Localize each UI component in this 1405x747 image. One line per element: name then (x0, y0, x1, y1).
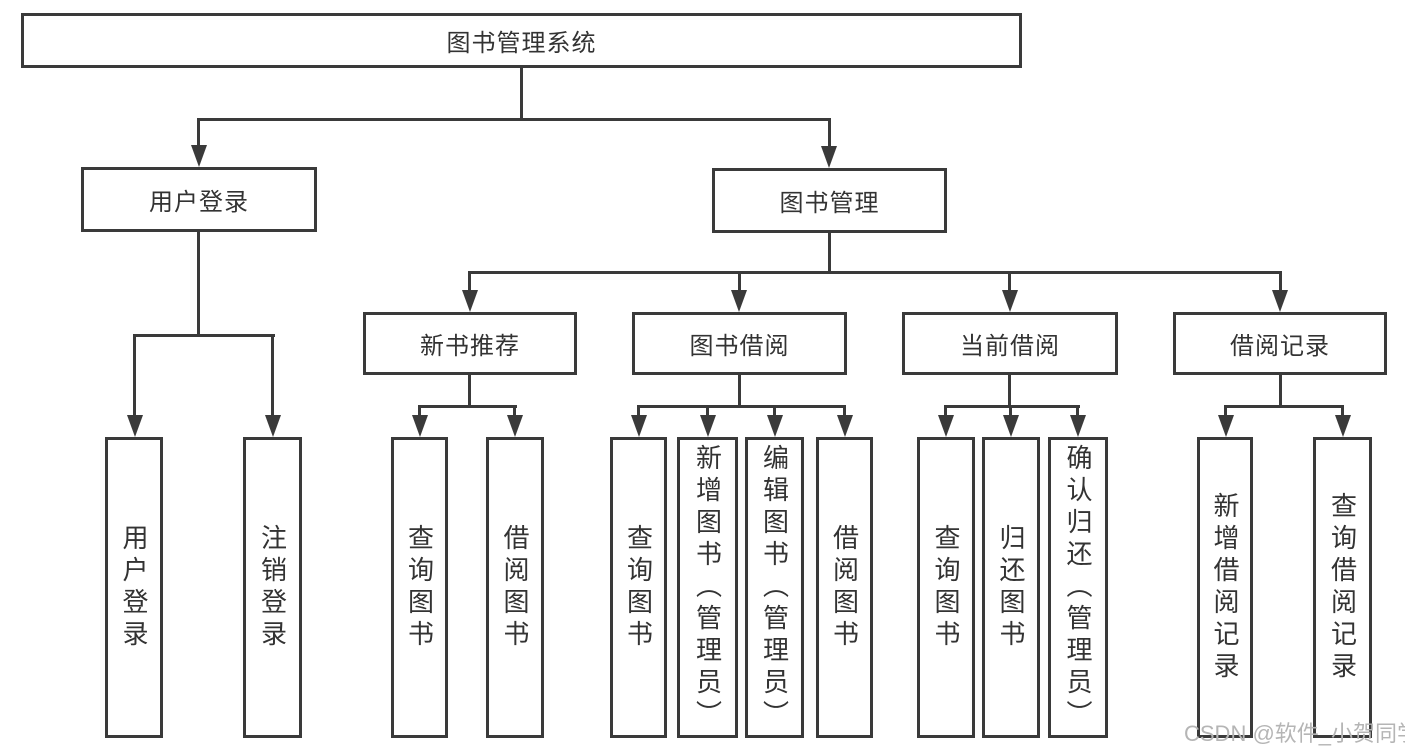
arrowhead-down-icon (1218, 415, 1234, 437)
arrowhead-down-icon (127, 415, 143, 437)
leaf-return-book: 归还图书 (982, 437, 1040, 738)
connector-line (513, 405, 516, 417)
connector-line (1008, 375, 1011, 408)
arrowhead-down-icon (837, 415, 853, 437)
node-user-login-label: 用户登录 (149, 189, 249, 216)
connector-line (944, 405, 1080, 408)
node-user-login: 用户登录 (81, 167, 317, 232)
leaf-logout-label: 注销登录 (257, 523, 288, 652)
csdn-watermark: CSDN @软件_小贺同学 (1184, 721, 1405, 746)
leaf-add-book-admin: 新增图书（管理员） (677, 437, 738, 738)
connector-line (706, 405, 709, 417)
connector-line (1341, 405, 1344, 417)
connector-line (133, 334, 275, 337)
node-book-management-label: 图书管理 (779, 190, 880, 217)
connector-line (1009, 405, 1012, 417)
leaf-query-books-current-label: 查询图书 (931, 523, 961, 652)
connector-line (738, 271, 741, 292)
node-new-book-recommendation-label: 新书推荐 (420, 333, 520, 360)
connector-line (738, 375, 741, 408)
leaf-borrow-books-recommend: 借阅图书 (486, 437, 544, 738)
node-current-borrowing: 当前借阅 (902, 312, 1118, 375)
arrowhead-down-icon (265, 415, 281, 437)
connector-line (468, 375, 471, 408)
arrowhead-down-icon (1272, 290, 1288, 312)
connector-line (1279, 375, 1282, 408)
arrowhead-down-icon (507, 415, 523, 437)
leaf-query-borrow-record: 查询借阅记录 (1313, 437, 1372, 738)
connector-line (418, 405, 517, 408)
leaf-query-borrow-record-label: 查询借阅记录 (1327, 491, 1358, 684)
connector-line (520, 68, 523, 121)
leaf-return-book-label: 归还图书 (996, 523, 1026, 652)
leaf-borrow-books-recommend-label: 借阅图书 (500, 523, 530, 652)
leaf-confirm-return-admin: 确认归还（管理员） (1048, 437, 1108, 738)
leaf-edit-book-admin: 编辑图书（管理员） (745, 437, 804, 738)
connector-line (1076, 405, 1079, 417)
leaf-query-books-borrowing-label: 查询图书 (623, 523, 654, 652)
arrowhead-down-icon (731, 290, 747, 312)
node-borrowing-records-label: 借阅记录 (1230, 333, 1330, 360)
connector-line (197, 118, 831, 121)
node-new-book-recommendation: 新书推荐 (363, 312, 577, 375)
connector-line (637, 405, 640, 417)
arrowhead-down-icon (191, 145, 207, 167)
connector-line (468, 271, 1282, 274)
leaf-user-login-label: 用户登录 (119, 523, 149, 652)
leaf-query-books-recommend: 查询图书 (391, 437, 448, 738)
leaf-confirm-return-admin-label: 确认归还（管理员） (1063, 443, 1093, 732)
connector-line (637, 405, 846, 408)
arrowhead-down-icon (938, 415, 954, 437)
connector-line (944, 405, 947, 417)
connector-line (828, 233, 831, 274)
connector-line (828, 118, 831, 148)
arrowhead-down-icon (821, 146, 837, 168)
arrowhead-down-icon (767, 415, 783, 437)
leaf-add-borrow-record: 新增借阅记录 (1197, 437, 1253, 738)
node-borrowing-records: 借阅记录 (1173, 312, 1387, 375)
arrowhead-down-icon (412, 415, 428, 437)
arrowhead-down-icon (1335, 415, 1351, 437)
leaf-user-login: 用户登录 (105, 437, 163, 738)
leaf-add-borrow-record-label: 新增借阅记录 (1210, 491, 1240, 684)
node-book-borrowing: 图书借阅 (632, 312, 847, 375)
leaf-borrow-books-borrowing-label: 借阅图书 (829, 523, 860, 652)
arrowhead-down-icon (1002, 290, 1018, 312)
node-current-borrowing-label: 当前借阅 (960, 333, 1060, 360)
leaf-query-books-current: 查询图书 (917, 437, 975, 738)
leaf-query-books-borrowing: 查询图书 (610, 437, 667, 738)
node-book-management: 图书管理 (712, 168, 947, 233)
connector-line (773, 405, 776, 417)
node-root: 图书管理系统 (21, 13, 1022, 68)
leaf-edit-book-admin-label: 编辑图书（管理员） (759, 443, 790, 732)
connector-line (133, 334, 136, 417)
arrowhead-down-icon (631, 415, 647, 437)
connector-line (843, 405, 846, 417)
arrowhead-down-icon (700, 415, 716, 437)
connector-line (468, 271, 471, 292)
connector-line (197, 232, 200, 337)
connector-line (1008, 271, 1011, 292)
arrowhead-down-icon (1003, 415, 1019, 437)
connector-line (1279, 271, 1282, 292)
leaf-borrow-books-borrowing: 借阅图书 (816, 437, 873, 738)
leaf-logout: 注销登录 (243, 437, 302, 738)
connector-line (1224, 405, 1344, 408)
connector-line (1224, 405, 1227, 417)
leaf-query-books-recommend-label: 查询图书 (404, 523, 435, 652)
connector-line (197, 118, 200, 147)
arrowhead-down-icon (1070, 415, 1086, 437)
arrowhead-down-icon (462, 290, 478, 312)
connector-line (271, 334, 274, 417)
node-book-borrowing-label: 图书借阅 (689, 333, 790, 360)
connector-line (418, 405, 421, 417)
node-root-label: 图书管理系统 (446, 30, 597, 57)
leaf-add-book-admin-label: 新增图书（管理员） (692, 443, 723, 732)
